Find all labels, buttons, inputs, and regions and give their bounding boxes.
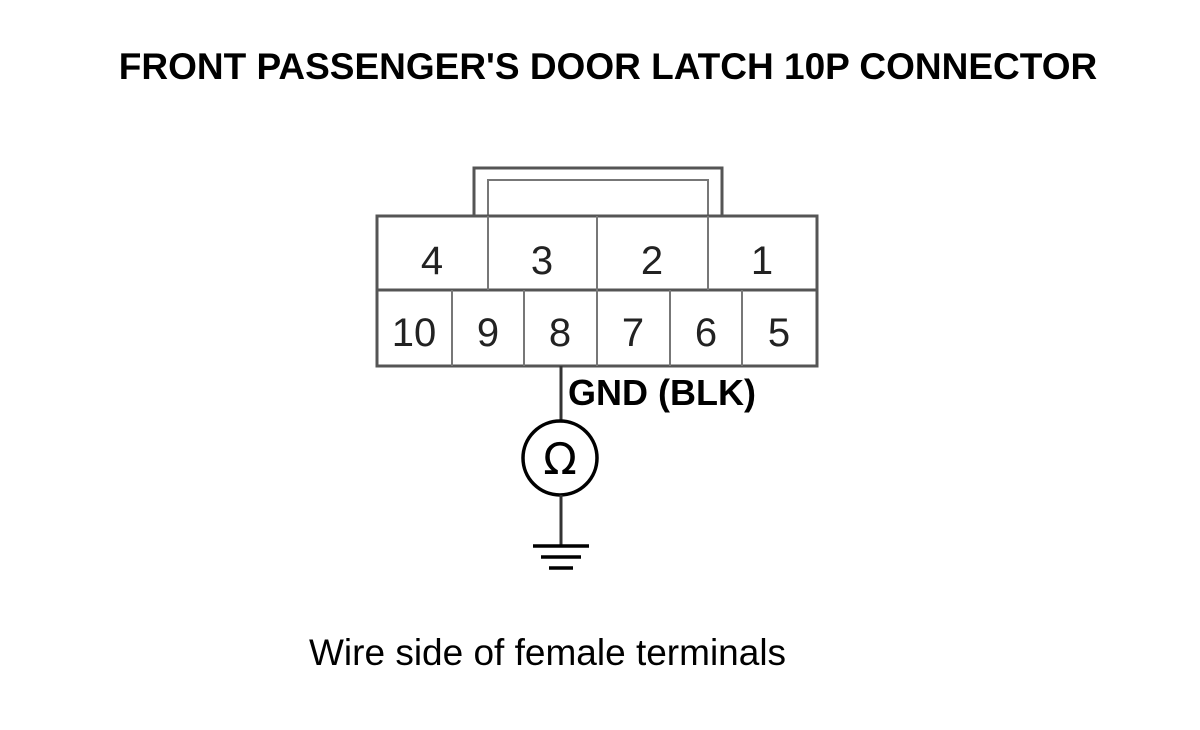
- ohmmeter-icon: Ω: [521, 419, 599, 497]
- pin-label-3: 3: [531, 239, 553, 283]
- pin-label-7: 7: [622, 311, 644, 355]
- wire-label: GND (BLK): [568, 372, 756, 413]
- diagram-caption: Wire side of female terminals: [309, 632, 787, 673]
- pin-label-10: 10: [392, 311, 437, 355]
- pin-label-8: 8: [549, 311, 571, 355]
- ground-symbol-icon: [533, 544, 589, 570]
- diagram-title: FRONT PASSENGER'S DOOR LATCH 10P CONNECT…: [118, 46, 1098, 87]
- connector-body: [375, 214, 819, 368]
- pin-label-6: 6: [695, 311, 717, 355]
- connector-latch-tab: [472, 166, 724, 218]
- ohm-symbol: Ω: [543, 434, 577, 485]
- pin-label-5: 5: [768, 311, 790, 355]
- pin-label-4: 4: [421, 239, 443, 283]
- pin-label-9: 9: [477, 311, 499, 355]
- pin-label-2: 2: [641, 239, 663, 283]
- pin-label-1: 1: [751, 239, 773, 283]
